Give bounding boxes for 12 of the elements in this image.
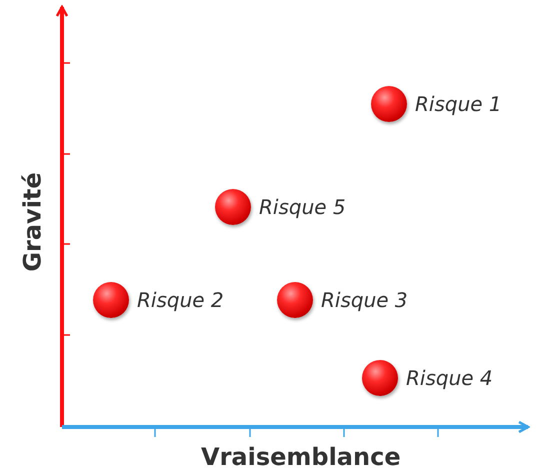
risk-label: Risque 5	[259, 195, 346, 219]
risk-label: Risque 4	[406, 366, 493, 390]
risk-label: Risque 3	[321, 288, 408, 312]
risk-ball	[215, 189, 251, 225]
risk-ball	[371, 86, 407, 122]
risk-ball	[362, 360, 398, 396]
risk-label: Risque 1	[415, 92, 502, 116]
axis-title: Gravité	[18, 172, 46, 272]
risk-ball	[93, 282, 129, 318]
risk-label: Risque 2	[137, 288, 224, 312]
axis-title: Vraisemblance	[201, 443, 401, 471]
risk-ball	[277, 282, 313, 318]
